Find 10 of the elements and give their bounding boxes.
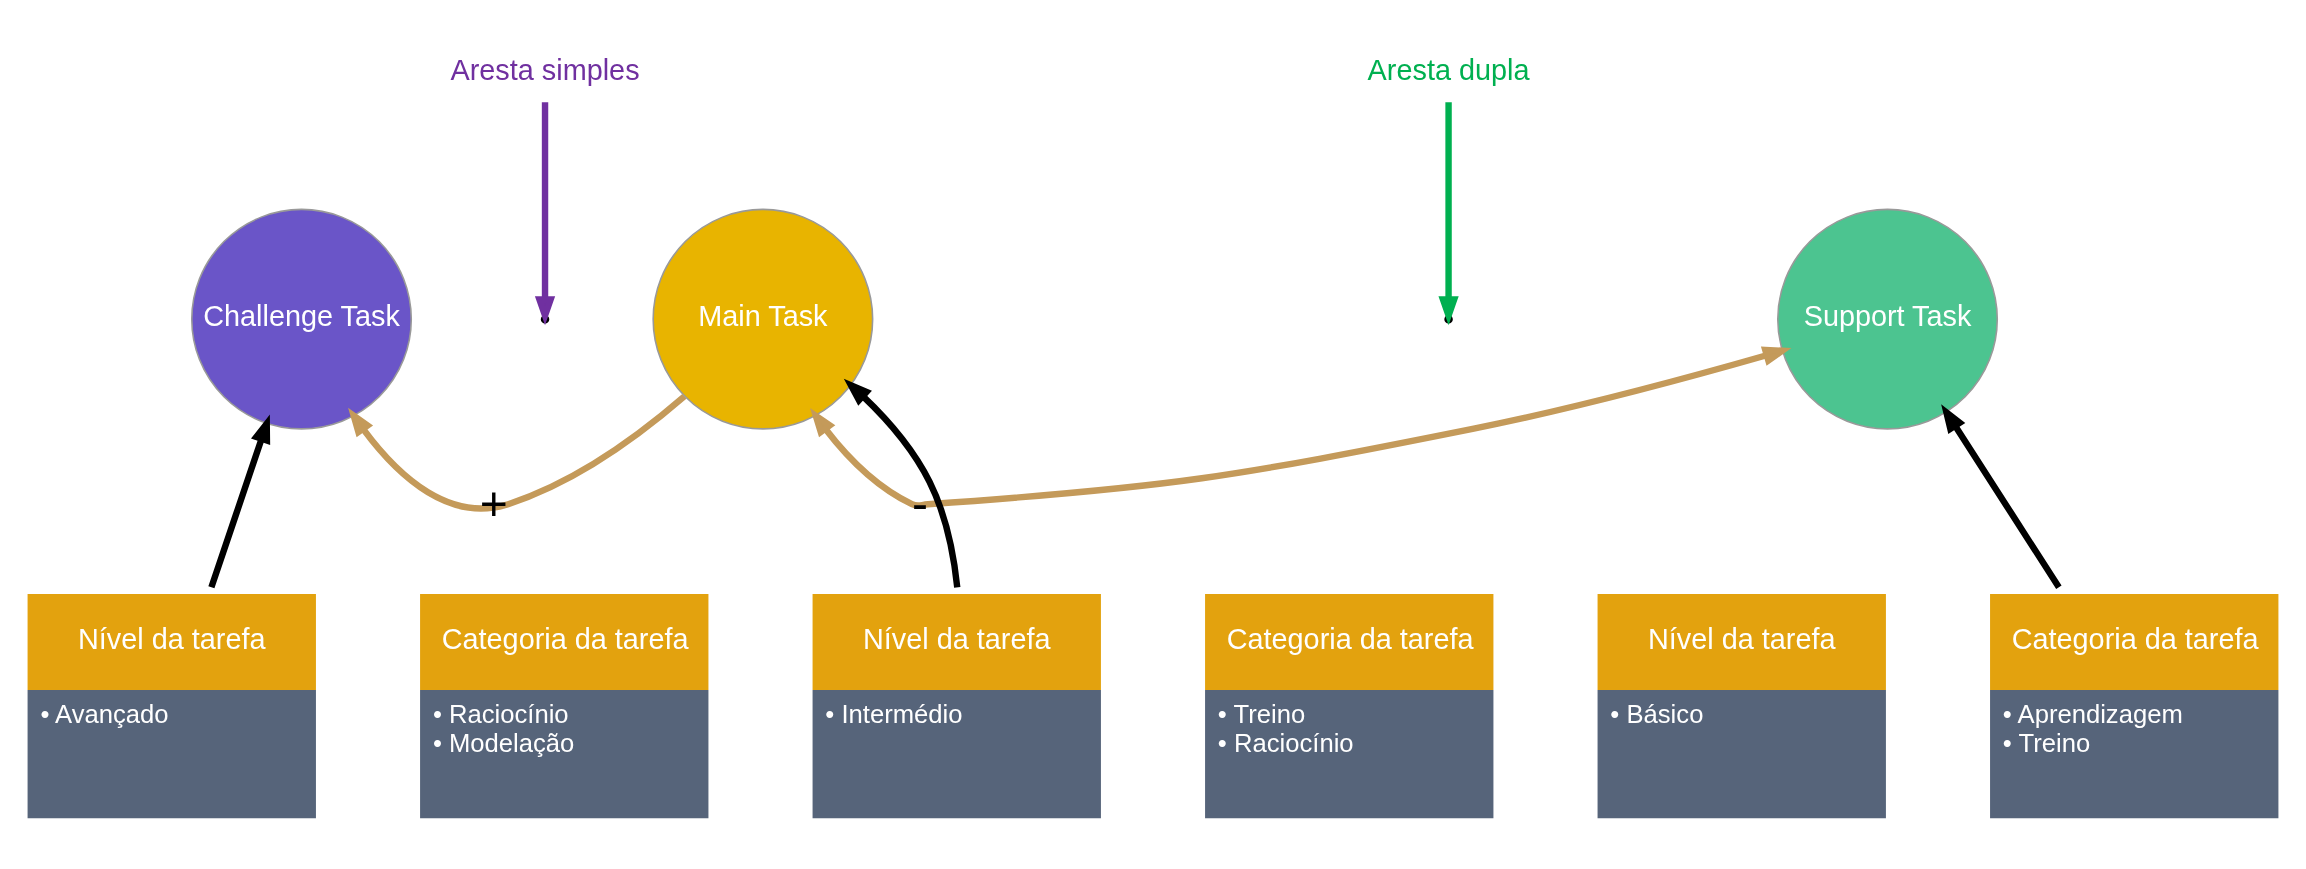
arrow xyxy=(843,378,961,588)
node-circle: Support Task xyxy=(1777,208,1999,430)
node-circle: Challenge Task xyxy=(191,208,413,430)
arrow xyxy=(1941,404,2062,589)
node-text: Aresta dupla xyxy=(1367,54,1530,87)
arrow xyxy=(208,414,271,589)
node-text: Aresta simples xyxy=(450,54,640,87)
edge-label: - xyxy=(911,476,928,531)
arrow xyxy=(810,346,1792,509)
arrow xyxy=(348,393,687,512)
